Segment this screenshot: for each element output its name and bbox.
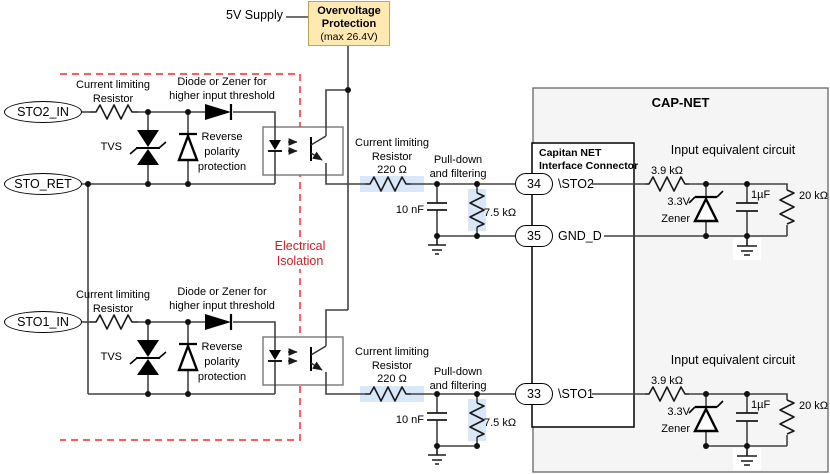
pin-34-name: \STO2 [558,177,594,191]
cap-10nF-ch1 [427,412,447,421]
threshold-diode-ch1 [205,314,233,330]
isolation-line1: Electrical [274,239,326,253]
equiv-bottom-3k9-label: 3.9 kΩ [650,375,684,387]
equiv-bottom-1uF-label: 1µF [751,399,771,411]
equiv-top-zener-v: 3.3V [667,196,690,208]
ch1-threshold-diode-label2: higher input threshold [169,300,275,312]
resistor-ch2-7k5 [469,192,485,228]
capacitor-symbols [427,202,758,422]
connector-label-line1: Capitan NET [539,147,602,159]
isolation-line2: Isolation [276,254,324,268]
pin-33-name: \STO1 [558,387,594,401]
ch1-revpol-label3: protection [197,371,247,383]
ch2-7k5-label: 7.5 kΩ [484,207,517,219]
resistor-ch1-220 [365,386,411,402]
zener-bottom [688,400,724,433]
ch1-revpol-label2: polarity [204,356,240,368]
ch1-220-label2: Resistor [371,360,413,372]
pin-35-name: GND_D [558,229,602,243]
ch2-threshold-diode-label1: Diode or Zener for [177,76,267,88]
resistor-ch1-input [90,314,138,330]
equiv-bottom-zener-v: 3.3V [667,406,690,418]
net-oval-sto-ret: STO_RET [4,173,82,195]
ch2-input-res-label1: Current limiting [76,79,150,91]
optocoupler-led-ch2 [268,127,282,184]
pin-33: 33 [515,383,553,405]
reverse-polarity-diode-ch2 [177,112,199,184]
equiv-top-20k-label: 20 kΩ [799,190,829,202]
resistor-top-3k9 [645,176,689,192]
resistor-bottom-20k [779,399,795,435]
equiv-top-3k9-label: 3.9 kΩ [650,165,684,177]
ovp-subtitle: (max 26.4V) [320,31,378,43]
ground-ch2 [428,236,446,255]
ch1-220-label1: Current limiting [355,346,429,358]
ch1-7k5-label: 7.5 kΩ [484,417,517,429]
ground-symbols [428,236,761,470]
resistor-top-20k [779,189,795,225]
resistor-ch2-input [90,104,138,120]
equiv-bottom-zener-word: Zener [661,423,690,435]
ch2-10nF-label: 10 nF [395,204,424,216]
ch2-input-res-label2: Resistor [92,93,134,105]
ch1-pulldown-label2: and filtering [429,380,487,392]
ch2-tvs-label: TVS [100,141,122,153]
ch2-pulldown-label1: Pull-down [433,154,483,166]
equiv-top-zener-word: Zener [661,213,690,225]
equiv-top-title: Input equivalent circuit [670,143,796,157]
reverse-polarity-diode-ch1 [177,322,199,394]
resistor-bottom-3k9 [645,386,689,402]
ground-ch1 [428,446,446,465]
ch2-threshold-diode-label2: higher input threshold [169,90,275,102]
optocoupler-transistor-ch1 [310,337,327,371]
zener-top [688,190,724,223]
optocoupler-light-arrows-ch2 [288,138,298,155]
connector-label-line2: Interface Connector [539,160,639,172]
ch1-threshold-diode-label1: Diode or Zener for [177,286,267,298]
overvoltage-protection-box: Overvoltage Protection (max 26.4V) [308,1,390,46]
ch2-220-label2: Resistor [371,151,413,163]
tvs-diode-ch1 [129,322,167,394]
ch2-220-label1: Current limiting [355,137,429,149]
pin-34: 34 [515,173,553,195]
ovp-title-line1: Overvoltage [317,5,381,17]
ch1-tvs-label: TVS [100,351,122,363]
ground-equiv-top [737,236,757,256]
ch1-pulldown-label1: Pull-down [433,366,483,378]
ch1-revpol-label1: Reverse [201,341,243,353]
ch2-revpol-label1: Reverse [201,131,243,143]
equiv-bottom-title: Input equivalent circuit [670,353,796,367]
resistor-ch1-7k5 [469,402,485,438]
ch2-220-value: 220 Ω [377,164,407,176]
cap-1uF-top [736,202,758,212]
supply-label: 5V Supply [226,8,283,22]
equiv-bottom-20k-label: 20 kΩ [799,400,829,412]
junction-dots [85,87,750,449]
optocoupler-light-arrows-ch1 [288,348,298,365]
ch2-revpol-label2: polarity [204,146,240,158]
cap-1uF-bottom [736,412,758,422]
ch2-pulldown-label2: and filtering [429,168,487,180]
pin-35: 35 [515,225,553,247]
capnet-title: CAP-NET [651,95,710,110]
ch1-10nF-label: 10 nF [395,414,424,426]
cap-10nF-ch2 [427,202,447,211]
ch1-input-res-label2: Resistor [92,303,134,315]
ch1-input-res-label1: Current limiting [76,289,150,301]
ch1-220-value: 220 Ω [377,373,407,385]
net-oval-sto1-in: STO1_IN [4,311,82,333]
ovp-title-line2: Protection [321,18,377,30]
net-oval-sto2-in: STO2_IN [4,101,82,123]
electrical-isolation-label: Electrical Isolation [266,239,334,269]
resistor-symbols [90,104,795,438]
optocoupler-led-ch1 [268,337,282,394]
equiv-top-1uF-label: 1µF [751,189,771,201]
ground-equiv-bottom [737,446,757,466]
tvs-diode-ch2 [129,112,167,184]
resistor-ch2-220 [365,176,411,192]
optocoupler-transistor-ch2 [310,127,327,161]
threshold-diode-ch2 [205,104,233,120]
ch2-revpol-label3: protection [197,161,247,173]
